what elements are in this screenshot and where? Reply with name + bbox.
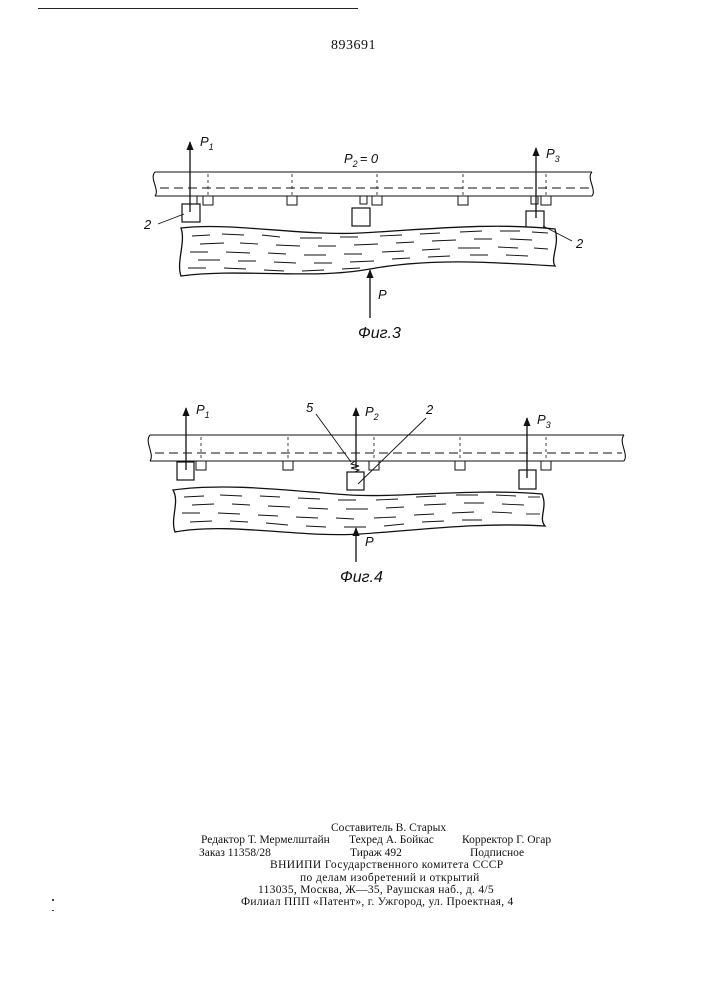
fig4-beam [148, 435, 625, 461]
imprint-block: Составитель В. Старых Редактор Т. Мермел… [0, 822, 707, 909]
imprint-editor: Редактор Т. Мермелштайн [201, 834, 330, 846]
margin-dot [52, 899, 54, 901]
fig3-callout-2-left: 2 [143, 217, 152, 232]
margin-dot [52, 910, 54, 911]
imprint-org-line1: ВНИИПИ Государственного комитета СССР [270, 859, 504, 871]
fig4-label-p1: P1 [196, 402, 210, 420]
fig3-workpiece [180, 226, 557, 276]
figure-4: P1 P2 P3 P 5 2 Фиг.4 [148, 400, 625, 586]
fig3-fasteners [190, 196, 551, 205]
fig4-spring [351, 461, 359, 472]
imprint-circulation: Тираж 492 [350, 847, 402, 859]
fig4-caption: Фиг.4 [340, 569, 383, 586]
fig4-workpiece [173, 487, 545, 535]
imprint-corrector: Корректор Г. Огар [462, 834, 551, 846]
fig4-callout-5: 5 [306, 400, 314, 415]
imprint-techred: Техред А. Бойкас [349, 834, 434, 846]
fig4-callout-2: 2 [425, 402, 434, 417]
imprint-branch: Филиал ППП «Патент», г. Ужгород, ул. Про… [241, 896, 514, 908]
figure-3: P1 P2= 0 P3 P 2 2 Фиг.3 [143, 134, 593, 342]
fig3-label-p: P [378, 287, 387, 302]
imprint-order: Заказ 11358/28 [199, 847, 271, 859]
fig3-callout-2-right: 2 [575, 236, 584, 251]
imprint-org-line2: по делам изобретений и открытий [300, 872, 480, 884]
fig3-ticks [208, 174, 546, 196]
fig4-ticks [201, 437, 546, 461]
fig3-beam [153, 172, 593, 196]
fig3-label-p2: P2= 0 [344, 151, 379, 169]
fig3-label-p3: P3 [546, 146, 560, 164]
fig3-caption: Фиг.3 [358, 325, 401, 342]
imprint-address: 113035, Москва, Ж—35, Раушская наб., д. … [258, 884, 494, 896]
fig4-label-p3: P3 [537, 412, 551, 430]
imprint-subscription: Подписное [470, 847, 524, 859]
imprint-compiler: Составитель В. Старых [331, 822, 446, 834]
fig3-label-p1: P1 [200, 134, 214, 152]
fig4-label-p2: P2 [365, 404, 379, 422]
fig4-label-p: P [365, 534, 374, 549]
fig4-leaders [316, 414, 426, 484]
